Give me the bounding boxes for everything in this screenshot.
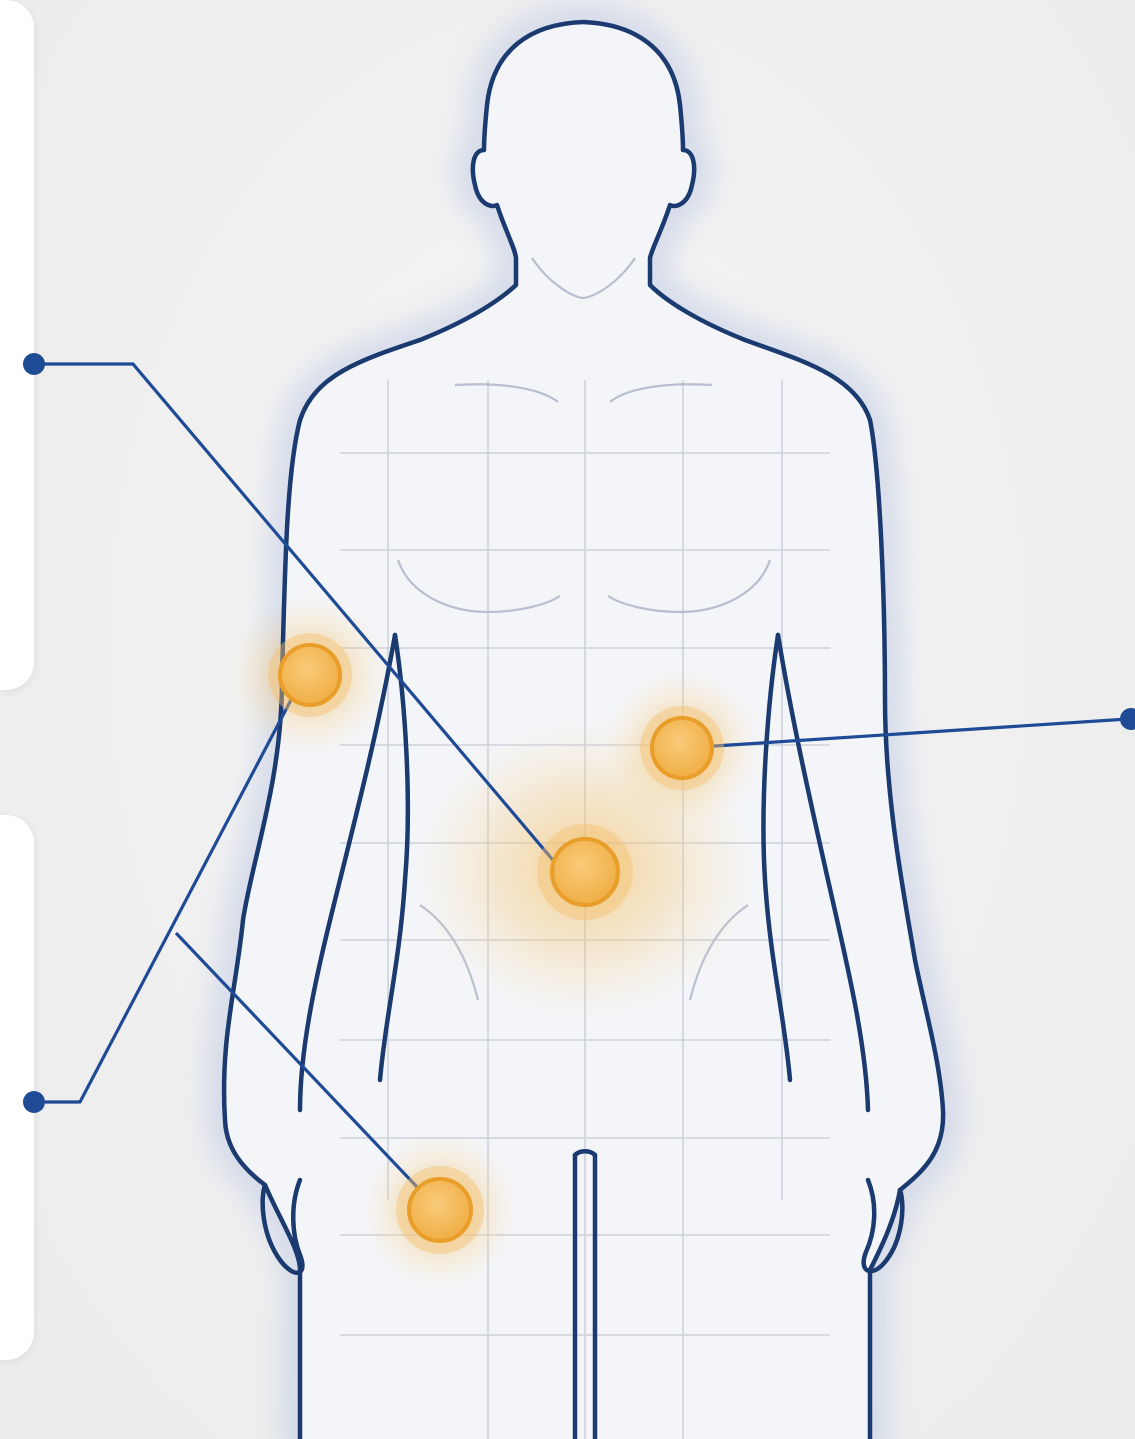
pain-site-marker-icon[interactable]: [396, 1166, 484, 1254]
callout-dot-icon: [23, 1091, 45, 1113]
pain-site-marker-icon[interactable]: [268, 633, 352, 717]
pain-site-marker-icon[interactable]: [640, 706, 724, 790]
pain-site-marker-icon[interactable]: [537, 824, 633, 920]
callout-dot-icon: [23, 353, 45, 375]
callout-dot-icon: [1120, 708, 1135, 730]
